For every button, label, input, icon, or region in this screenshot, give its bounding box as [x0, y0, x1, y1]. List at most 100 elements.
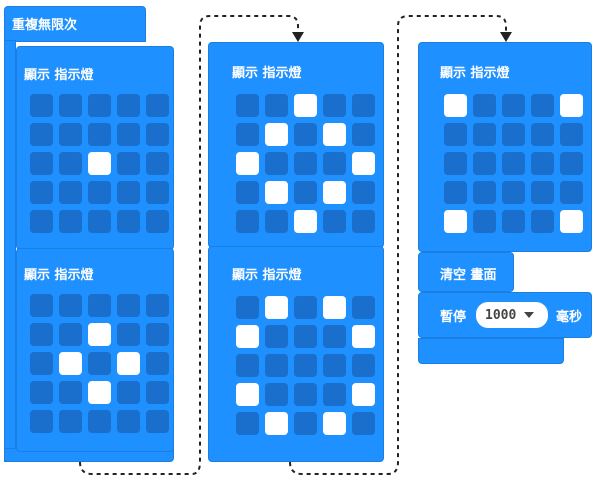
led-off[interactable] — [502, 94, 525, 117]
led-off[interactable] — [323, 354, 346, 377]
led-off[interactable] — [560, 152, 583, 175]
led-off[interactable] — [117, 181, 140, 204]
led-off[interactable] — [265, 152, 288, 175]
led-on[interactable] — [265, 123, 288, 146]
led-on[interactable] — [294, 210, 317, 233]
led-off[interactable] — [473, 210, 496, 233]
led-off[interactable] — [352, 210, 375, 233]
led-off[interactable] — [30, 152, 53, 175]
led-off[interactable] — [531, 152, 554, 175]
led-off[interactable] — [531, 181, 554, 204]
led-off[interactable] — [323, 325, 346, 348]
led-off[interactable] — [236, 181, 259, 204]
led-on[interactable] — [265, 181, 288, 204]
led-off[interactable] — [30, 210, 53, 233]
led-off[interactable] — [236, 123, 259, 146]
led-on[interactable] — [88, 152, 111, 175]
led-off[interactable] — [352, 181, 375, 204]
led-off[interactable] — [473, 123, 496, 146]
led-grid[interactable] — [236, 94, 375, 233]
led-on[interactable] — [323, 296, 346, 319]
led-off[interactable] — [59, 181, 82, 204]
led-off[interactable] — [473, 94, 496, 117]
led-off[interactable] — [294, 152, 317, 175]
led-off[interactable] — [88, 410, 111, 433]
led-off[interactable] — [59, 94, 82, 117]
led-off[interactable] — [502, 210, 525, 233]
led-on[interactable] — [236, 325, 259, 348]
led-on[interactable] — [236, 152, 259, 175]
led-off[interactable] — [146, 210, 169, 233]
led-off[interactable] — [88, 210, 111, 233]
led-off[interactable] — [560, 123, 583, 146]
led-off[interactable] — [294, 383, 317, 406]
led-off[interactable] — [323, 94, 346, 117]
led-off[interactable] — [236, 412, 259, 435]
led-on[interactable] — [88, 381, 111, 404]
led-on[interactable] — [236, 383, 259, 406]
led-on[interactable] — [560, 210, 583, 233]
led-off[interactable] — [117, 94, 140, 117]
led-off[interactable] — [59, 210, 82, 233]
led-on[interactable] — [117, 352, 140, 375]
led-off[interactable] — [531, 210, 554, 233]
led-off[interactable] — [146, 323, 169, 346]
led-off[interactable] — [560, 181, 583, 204]
led-on[interactable] — [265, 296, 288, 319]
led-off[interactable] — [352, 412, 375, 435]
led-off[interactable] — [236, 354, 259, 377]
led-on[interactable] — [323, 181, 346, 204]
led-off[interactable] — [352, 123, 375, 146]
led-off[interactable] — [294, 181, 317, 204]
led-grid[interactable] — [30, 294, 169, 433]
led-off[interactable] — [236, 210, 259, 233]
clear-screen-block[interactable] — [418, 252, 514, 292]
led-off[interactable] — [30, 410, 53, 433]
led-off[interactable] — [146, 410, 169, 433]
led-off[interactable] — [117, 410, 140, 433]
led-off[interactable] — [30, 94, 53, 117]
led-off[interactable] — [294, 325, 317, 348]
led-off[interactable] — [502, 123, 525, 146]
led-on[interactable] — [560, 94, 583, 117]
led-off[interactable] — [352, 94, 375, 117]
led-on[interactable] — [323, 123, 346, 146]
led-off[interactable] — [473, 152, 496, 175]
led-off[interactable] — [323, 383, 346, 406]
led-off[interactable] — [444, 181, 467, 204]
led-off[interactable] — [30, 323, 53, 346]
led-off[interactable] — [30, 123, 53, 146]
led-off[interactable] — [59, 410, 82, 433]
led-off[interactable] — [146, 181, 169, 204]
led-off[interactable] — [294, 123, 317, 146]
led-off[interactable] — [117, 381, 140, 404]
led-on[interactable] — [265, 412, 288, 435]
led-off[interactable] — [146, 123, 169, 146]
led-off[interactable] — [88, 181, 111, 204]
led-off[interactable] — [30, 352, 53, 375]
led-on[interactable] — [352, 383, 375, 406]
led-off[interactable] — [531, 94, 554, 117]
led-off[interactable] — [265, 383, 288, 406]
led-off[interactable] — [146, 381, 169, 404]
led-on[interactable] — [444, 210, 467, 233]
led-off[interactable] — [146, 294, 169, 317]
led-on[interactable] — [294, 94, 317, 117]
led-on[interactable] — [323, 412, 346, 435]
led-grid[interactable] — [444, 94, 583, 233]
led-off[interactable] — [531, 123, 554, 146]
led-off[interactable] — [265, 94, 288, 117]
led-grid[interactable] — [30, 94, 169, 233]
led-off[interactable] — [88, 123, 111, 146]
led-on[interactable] — [352, 325, 375, 348]
led-off[interactable] — [146, 94, 169, 117]
led-off[interactable] — [30, 381, 53, 404]
led-on[interactable] — [59, 352, 82, 375]
led-off[interactable] — [30, 294, 53, 317]
led-off[interactable] — [117, 123, 140, 146]
led-off[interactable] — [294, 412, 317, 435]
led-off[interactable] — [444, 152, 467, 175]
led-off[interactable] — [146, 352, 169, 375]
led-off[interactable] — [117, 152, 140, 175]
led-off[interactable] — [294, 296, 317, 319]
